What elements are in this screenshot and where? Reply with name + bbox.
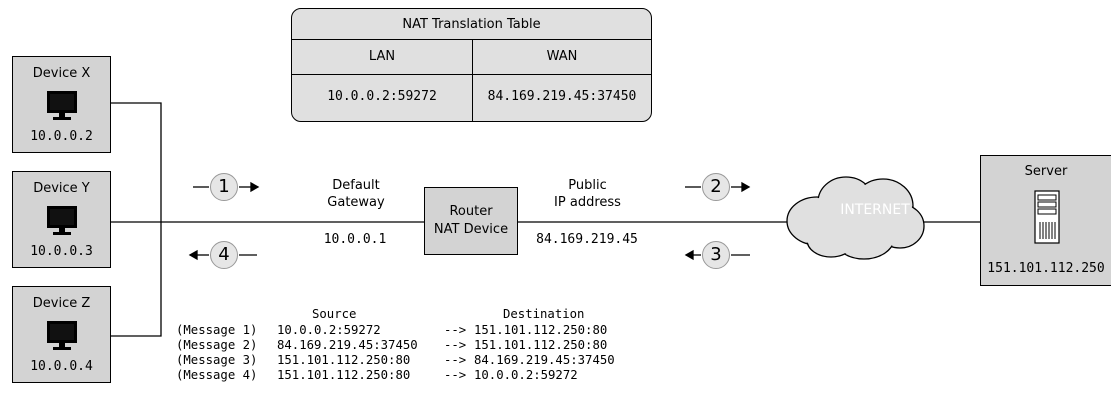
device-z-name: Device Z bbox=[32, 296, 91, 311]
device-x-name: Device X bbox=[32, 66, 91, 81]
message-source: 151.101.112.250:80 bbox=[277, 368, 411, 382]
nat-lan-value: 10.0.0.2:59272 bbox=[292, 75, 473, 121]
public-label-line1: Public bbox=[568, 178, 607, 193]
server-ip: 151.101.112.250 bbox=[987, 261, 1105, 276]
message-arrow: --> bbox=[444, 368, 467, 382]
source-header: Source bbox=[312, 307, 357, 321]
server-name: Server bbox=[1024, 164, 1068, 179]
message-source: 84.169.219.45:37450 bbox=[277, 338, 418, 352]
nat-translation-table: NAT Translation Table LAN WAN 10.0.0.2:5… bbox=[291, 8, 652, 122]
device-x-ip: 10.0.0.2 bbox=[30, 129, 93, 144]
monitor-icon bbox=[47, 206, 77, 235]
message-destination: 10.0.0.2:59272 bbox=[474, 368, 578, 382]
router-label-line2: NAT Device bbox=[433, 222, 509, 237]
message-label: (Message 2) bbox=[176, 338, 258, 352]
internet-label: INTERNET bbox=[840, 202, 910, 218]
device-z: Device Z 10.0.0.4 bbox=[12, 286, 111, 383]
message-arrow: --> bbox=[444, 353, 467, 367]
message-source: 10.0.0.2:59272 bbox=[277, 323, 381, 337]
gateway-label-line2: Gateway bbox=[327, 195, 385, 210]
monitor-icon bbox=[47, 321, 77, 350]
public-ip-label: Public IP address bbox=[535, 177, 640, 211]
nat-wan-header: WAN bbox=[546, 49, 578, 64]
gateway-label-line1: Default bbox=[332, 178, 380, 193]
public-ip-value: 84.169.219.45 bbox=[536, 232, 638, 247]
step-3-marker: 3 bbox=[702, 241, 730, 269]
step-4-marker: 4 bbox=[210, 241, 238, 269]
message-destination: 84.169.219.45:37450 bbox=[474, 353, 615, 367]
device-x: Device X 10.0.0.2 bbox=[12, 56, 111, 153]
nat-lan-header: LAN bbox=[292, 39, 473, 74]
message-label: (Message 3) bbox=[176, 353, 258, 367]
public-label-line2: IP address bbox=[554, 195, 621, 210]
destination-header: Destination bbox=[503, 307, 585, 321]
nat-wan-value: 84.169.219.45:37450 bbox=[487, 89, 637, 104]
device-z-ip: 10.0.0.4 bbox=[30, 359, 93, 374]
nat-table-title: NAT Translation Table bbox=[402, 16, 541, 32]
message-destination: 151.101.112.250:80 bbox=[474, 323, 608, 337]
gateway-ip: 10.0.0.1 bbox=[323, 232, 387, 247]
step-2-marker: 2 bbox=[702, 173, 730, 201]
message-label: (Message 4) bbox=[176, 368, 258, 382]
lan-bus-line bbox=[111, 102, 162, 337]
monitor-icon bbox=[47, 91, 77, 120]
device-y: Device Y 10.0.0.3 bbox=[12, 171, 111, 268]
message-arrow: --> bbox=[444, 338, 467, 352]
server-tower-icon bbox=[1034, 190, 1060, 244]
device-y-ip: 10.0.0.3 bbox=[30, 244, 93, 259]
step-1-marker: 1 bbox=[210, 173, 238, 201]
message-label: (Message 1) bbox=[176, 323, 258, 337]
message-source: 151.101.112.250:80 bbox=[277, 353, 411, 367]
internet-cloud-icon bbox=[786, 176, 925, 260]
router-label-line1: Router bbox=[449, 204, 493, 219]
server: Server 151.101.112.250 bbox=[980, 155, 1111, 286]
router-nat-device: Router NAT Device bbox=[424, 187, 518, 255]
default-gateway-label: Default Gateway bbox=[296, 177, 416, 211]
message-arrow: --> bbox=[444, 323, 467, 337]
device-y-name: Device Y bbox=[33, 181, 90, 196]
message-destination: 151.101.112.250:80 bbox=[474, 338, 608, 352]
